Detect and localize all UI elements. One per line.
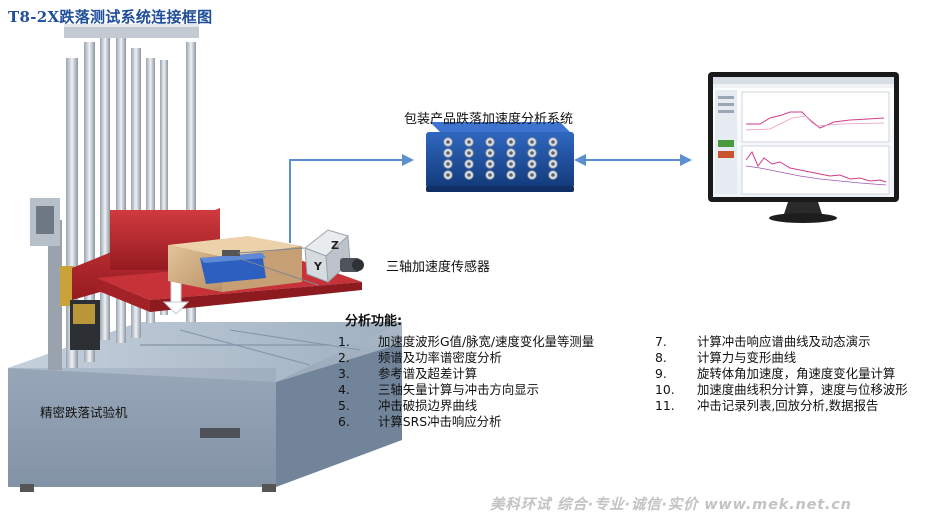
- daq-port-pin: [509, 173, 513, 177]
- list-item: 9. 旋转体角加速度，角速度变化量计算: [655, 367, 931, 382]
- daq-port-pin: [551, 140, 555, 144]
- daq-port-pin: [446, 173, 450, 177]
- daq-port-pin: [488, 162, 492, 166]
- drop-tester-label: 精密跌落试验机: [40, 405, 128, 420]
- feature-text: 频谱及功率谱密度分析: [378, 350, 502, 366]
- features-list-left: 1. 加速度波形G值/脉宽/速度变化量等测量 2. 频谱及功率谱密度分析 3. 参考谱…: [338, 334, 623, 432]
- daq-port-pin: [530, 173, 534, 177]
- sensor-to-daq-connector: [289, 154, 414, 243]
- sensor-label: 三轴加速度传感器: [386, 260, 491, 275]
- daq-port-pin: [530, 162, 534, 166]
- feature-number: 1.: [338, 334, 350, 349]
- sensor-axis-z-label: Z: [331, 239, 339, 252]
- daq-port-pin: [467, 140, 471, 144]
- daq-system-label: 包装产品跌落加速度分析系统: [404, 112, 574, 127]
- daq-to-computer-connector: [574, 154, 692, 166]
- daq-port-pin: [530, 151, 534, 155]
- list-item: 4. 三轴矢量计算与冲击方向显示: [338, 383, 623, 398]
- list-item: 7. 计算冲击响应谱曲线及动态演示: [655, 334, 931, 350]
- daq-port-pin: [551, 173, 555, 177]
- daq-port-pin: [551, 162, 555, 166]
- feature-text: 冲击破损边界曲线: [378, 398, 478, 414]
- feature-number: 2.: [338, 350, 350, 366]
- list-item: 2. 频谱及功率谱密度分析: [338, 351, 623, 366]
- feature-number: 3.: [338, 366, 350, 382]
- feature-text: 旋转体角加速度，角速度变化量计算: [697, 366, 896, 382]
- daq-port-pin: [530, 140, 534, 144]
- features-heading: 分析功能:: [345, 314, 403, 329]
- feature-number: 4.: [338, 382, 350, 398]
- diagram-title: T8-2X跌落测试系统连接框图: [8, 8, 213, 26]
- feature-text: 三轴矢量计算与冲击方向显示: [378, 382, 540, 398]
- daq-port-pin: [509, 162, 513, 166]
- daq-port-pin: [446, 140, 450, 144]
- feature-number: 10.: [655, 382, 675, 398]
- sensor-callout-lines: [237, 247, 319, 286]
- list-item: 8. 计算力与变形曲线: [655, 351, 931, 366]
- list-item: 10. 加速度曲线积分计算，速度与位移波形: [655, 383, 931, 398]
- list-item: 1. 加速度波形G值/脉宽/速度变化量等测量: [338, 334, 623, 350]
- list-item: 11. 冲击记录列表,回放分析,数据报告: [655, 399, 931, 414]
- feature-text: 计算SRS冲击响应分析: [378, 414, 502, 430]
- list-item: 3. 参考谱及超差计算: [338, 367, 623, 382]
- feature-number: 5.: [338, 398, 350, 414]
- watermark: 美科环试 综合·专业·诚信·实价 www.mek.net.cn: [490, 497, 852, 513]
- list-item: 6. 计算SRS冲击响应分析: [338, 415, 623, 430]
- daq-port-pin: [488, 140, 492, 144]
- daq-port-pin: [509, 151, 513, 155]
- feature-number: 6.: [338, 414, 350, 430]
- sensor-axis-y-label: Y: [313, 260, 323, 273]
- daq-port-pin: [488, 173, 492, 177]
- feature-text: 冲击记录列表,回放分析,数据报告: [697, 398, 879, 414]
- feature-number: 11.: [655, 398, 675, 414]
- list-item: 5. 冲击破损边界曲线: [338, 399, 623, 414]
- feature-number: 8.: [655, 350, 667, 366]
- daq-port-pin: [446, 151, 450, 155]
- feature-number: 7.: [655, 334, 667, 349]
- feature-number: 9.: [655, 366, 667, 382]
- drop-tester-illustration: [8, 24, 402, 492]
- daq-port-pin: [509, 140, 513, 144]
- daq-device-illustration: [426, 122, 574, 192]
- daq-port-pin: [467, 173, 471, 177]
- computer-monitor-illustration: [708, 72, 899, 223]
- daq-port-pin: [467, 162, 471, 166]
- feature-text: 参考谱及超差计算: [378, 366, 478, 382]
- feature-text: 加速度曲线积分计算，速度与位移波形: [697, 382, 908, 398]
- daq-port-grid: [443, 137, 558, 180]
- features-list-right: 7. 计算冲击响应谱曲线及动态演示 8. 计算力与变形曲线 9. 旋转体角加速度，角速…: [655, 334, 931, 415]
- daq-port-pin: [467, 151, 471, 155]
- daq-port-pin: [551, 151, 555, 155]
- triaxial-sensor-illustration: Z Y: [303, 229, 364, 284]
- daq-port-pin: [446, 162, 450, 166]
- feature-text: 计算冲击响应谱曲线及动态演示: [697, 334, 871, 349]
- daq-port-pin: [488, 151, 492, 155]
- feature-text: 计算力与变形曲线: [697, 350, 797, 366]
- feature-text: 加速度波形G值/脉宽/速度变化量等测量: [378, 334, 595, 349]
